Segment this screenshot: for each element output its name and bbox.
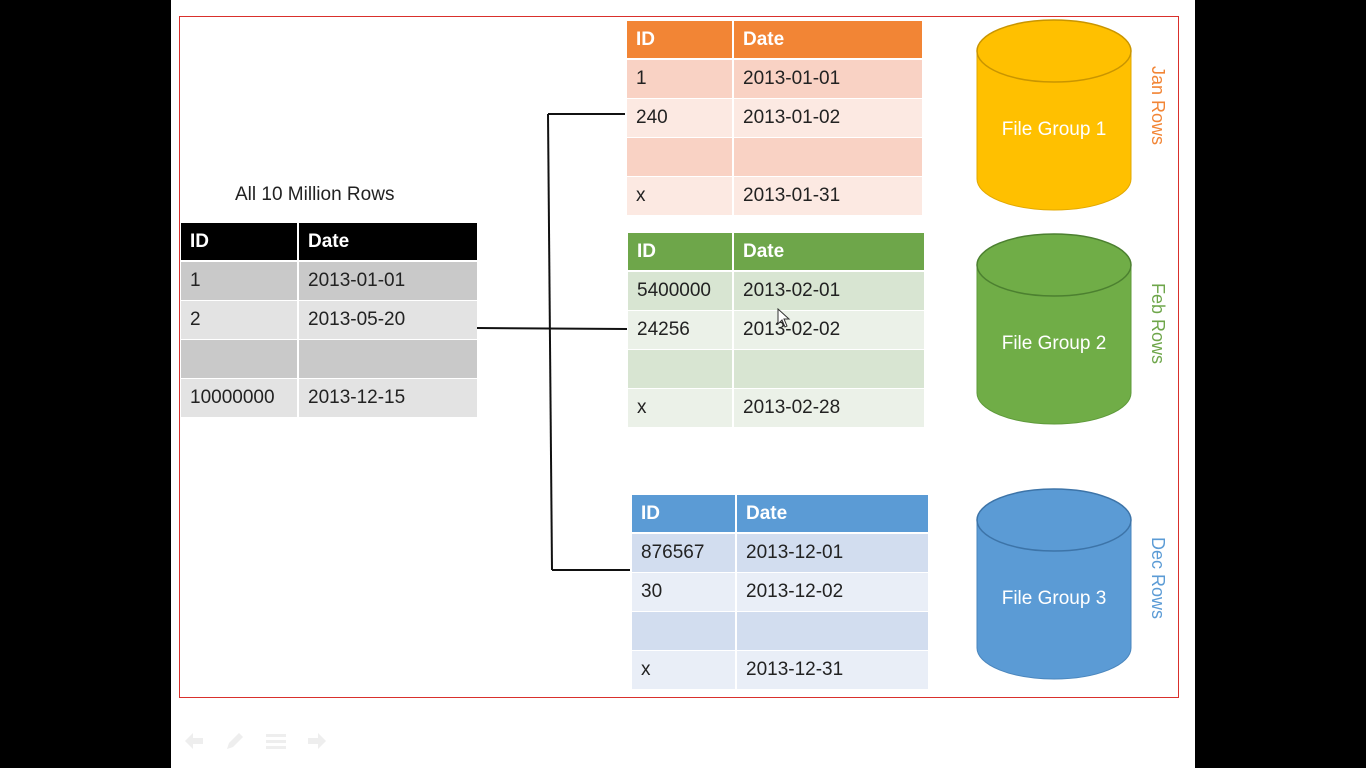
table-header-row: ID Date <box>181 223 477 260</box>
header-id: ID <box>632 495 737 532</box>
cell-date: 2013-01-02 <box>734 99 922 137</box>
connector-main <box>476 327 628 330</box>
jan-rows-label: Jan Rows <box>1148 66 1168 146</box>
header-date: Date <box>299 223 477 260</box>
file-group-label: File Group 2 <box>1001 333 1107 354</box>
cell-id: 5400000 <box>628 272 734 310</box>
cell-id <box>632 612 737 650</box>
feb-rows-label: Feb Rows <box>1148 283 1168 365</box>
cell-date: 2013-02-28 <box>734 389 924 427</box>
cell-id: x <box>628 389 734 427</box>
table-row: 2 2013-05-20 <box>181 301 477 339</box>
table-header-row: ID Date <box>628 233 924 270</box>
cell-date: 2013-02-01 <box>734 272 924 310</box>
main-table-caption: All 10 Million Rows <box>235 184 395 205</box>
header-id: ID <box>181 223 299 260</box>
table-row: 10000000 2013-12-15 <box>181 379 477 417</box>
jan-partition-table: ID Date 1 2013-01-01 240 2013-01-02 x 20… <box>627 21 922 216</box>
file-group-label: File Group 1 <box>1001 119 1107 140</box>
diagram-frame <box>179 16 1179 698</box>
database-cylinder-icon <box>976 233 1132 425</box>
file-group-2-cylinder: File Group 2 <box>976 233 1132 425</box>
main-table: ID Date 1 2013-01-01 2 2013-05-20 100000… <box>181 223 477 418</box>
table-row <box>628 350 924 388</box>
slides-menu-icon[interactable] <box>265 731 287 753</box>
header-date: Date <box>734 233 924 270</box>
cell-id: x <box>632 651 737 689</box>
cell-date <box>734 138 922 176</box>
table-row: 876567 2013-12-01 <box>632 534 928 572</box>
table-row: 5400000 2013-02-01 <box>628 272 924 310</box>
table-row: 240 2013-01-02 <box>627 99 922 137</box>
file-group-3-cylinder: File Group 3 <box>976 488 1132 680</box>
cell-date: 2013-01-01 <box>734 60 922 98</box>
table-header-row: ID Date <box>627 21 922 58</box>
table-row: x 2013-02-28 <box>628 389 924 427</box>
table-row: x 2013-12-31 <box>632 651 928 689</box>
cell-id: 240 <box>627 99 734 137</box>
forward-arrow-icon[interactable] <box>306 731 328 753</box>
cell-id: 10000000 <box>181 379 299 417</box>
table-row: 1 2013-01-01 <box>181 262 477 300</box>
cell-date: 2013-12-15 <box>299 379 477 417</box>
table-row <box>632 612 928 650</box>
header-id: ID <box>627 21 734 58</box>
cell-date: 2013-12-02 <box>737 573 928 611</box>
cell-id <box>628 350 734 388</box>
cell-id: 2 <box>181 301 299 339</box>
file-group-1-cylinder: File Group 1 <box>976 19 1132 211</box>
database-cylinder-icon <box>976 19 1132 211</box>
cell-date <box>734 350 924 388</box>
cell-id: 24256 <box>628 311 734 349</box>
cell-date: 2013-02-02 <box>734 311 924 349</box>
cell-date: 2013-05-20 <box>299 301 477 339</box>
cell-id: 876567 <box>632 534 737 572</box>
table-row: 30 2013-12-02 <box>632 573 928 611</box>
table-header-row: ID Date <box>632 495 928 532</box>
cell-id: 1 <box>181 262 299 300</box>
cell-id <box>627 138 734 176</box>
header-date: Date <box>737 495 928 532</box>
connector-trunk <box>547 113 553 571</box>
feb-partition-table: ID Date 5400000 2013-02-01 24256 2013-02… <box>628 233 924 428</box>
table-row <box>181 340 477 378</box>
header-id: ID <box>628 233 734 270</box>
header-date: Date <box>734 21 922 58</box>
database-cylinder-icon <box>976 488 1132 680</box>
cell-date <box>737 612 928 650</box>
cell-date: 2013-01-01 <box>299 262 477 300</box>
table-row: 24256 2013-02-02 <box>628 311 924 349</box>
cell-date: 2013-12-31 <box>737 651 928 689</box>
dec-partition-table: ID Date 876567 2013-12-01 30 2013-12-02 … <box>632 495 928 690</box>
mouse-cursor-icon <box>777 308 791 328</box>
file-group-label: File Group 3 <box>1001 588 1107 609</box>
cell-date: 2013-01-31 <box>734 177 922 215</box>
dec-rows-label: Dec Rows <box>1148 537 1168 620</box>
cell-date <box>299 340 477 378</box>
cell-id: 30 <box>632 573 737 611</box>
back-arrow-icon[interactable] <box>183 731 205 753</box>
cell-id: 1 <box>627 60 734 98</box>
pen-icon[interactable] <box>224 731 246 753</box>
cell-id <box>181 340 299 378</box>
table-row: x 2013-01-31 <box>627 177 922 215</box>
table-row: 1 2013-01-01 <box>627 60 922 98</box>
cell-date: 2013-12-01 <box>737 534 928 572</box>
cell-id: x <box>627 177 734 215</box>
table-row <box>627 138 922 176</box>
